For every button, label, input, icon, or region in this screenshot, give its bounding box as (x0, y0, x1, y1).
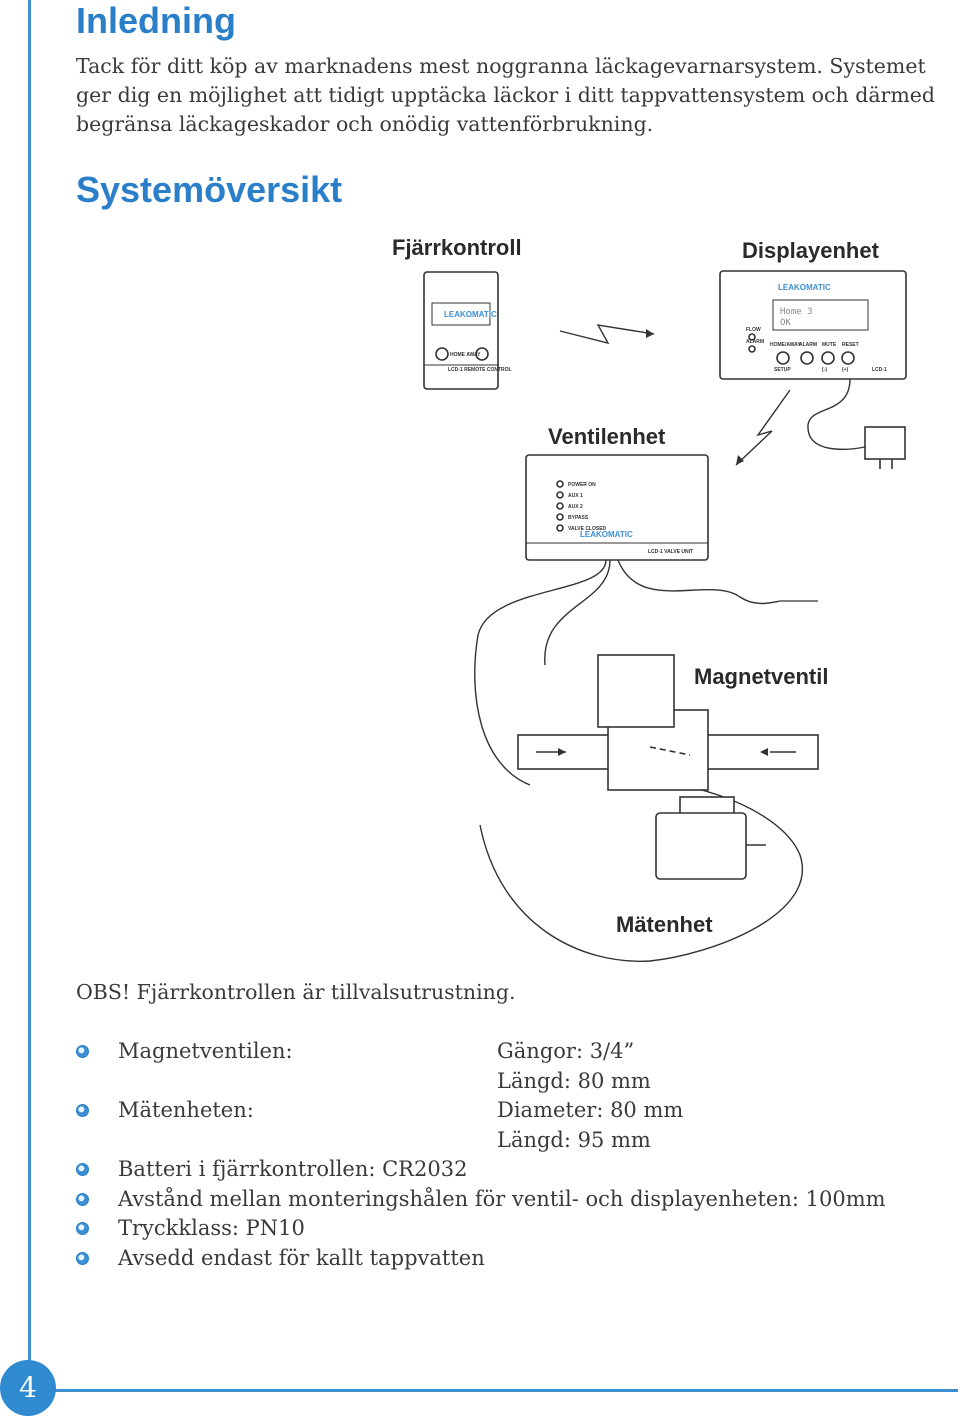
spec-label: Tryckklass: PN10 (118, 1216, 305, 1240)
valve-led-5: VALVE CLOSED (568, 526, 607, 532)
valve-led-3: AUX 2 (568, 504, 583, 510)
spec-row: Tryckklass: PN10 (76, 1214, 936, 1244)
valve-brand: LEAKOMATIC (580, 530, 633, 539)
system-diagram: Fjärrkontroll Displayenhet Ventilenhet M… (392, 235, 907, 962)
bullet-icon (76, 1045, 89, 1058)
remote-buttons: HOME AWAY (450, 352, 481, 358)
spec-row: Avsedd endast för kallt tappvatten (76, 1244, 936, 1274)
spec-row: Längd: 95 mm (76, 1126, 936, 1156)
remote-control (423, 271, 499, 390)
display-btn1-label: HOME/AWAY (770, 342, 801, 348)
spec-row: Magnetventilen: Gängor: 3/4” (76, 1037, 936, 1067)
display-btn4-label: RESET (842, 342, 859, 348)
display-model: LCD-1 (872, 367, 887, 373)
display-setup-label: SETUP (774, 367, 791, 373)
display-unit (719, 270, 907, 380)
spec-list: Magnetventilen: Gängor: 3/4” Längd: 80 m… (76, 1037, 936, 1273)
spec-value: Gängor: 3/4” (497, 1039, 635, 1063)
display-brand: LEAKOMATIC (778, 283, 831, 292)
display-btn3-label: MUTE (822, 342, 837, 348)
valve-unit (525, 454, 709, 561)
spec-row: Längd: 80 mm (76, 1067, 936, 1097)
overview-heading: Systemöversikt (76, 169, 343, 210)
display-screen-line2: OK (780, 318, 791, 328)
display-screen-line1: Home 3 (780, 307, 813, 317)
bullet-icon (76, 1192, 89, 1206)
display-plus-label: (+) (842, 367, 849, 373)
spec-label: Magnetventilen: (118, 1039, 293, 1063)
valve-led-1: POWER ON (568, 482, 596, 488)
meter-label: Mätenhet (616, 912, 713, 937)
spec-row: Avstånd mellan monteringshålen för venti… (76, 1185, 936, 1215)
bullet-icon (76, 1104, 89, 1117)
bullet-icon (76, 1251, 89, 1265)
solenoid-label: Magnetventil (694, 664, 828, 689)
spec-value: Diameter: 80 mm (497, 1098, 684, 1122)
power-adapter (864, 426, 906, 469)
display-btn2-label: ALARM (799, 342, 817, 348)
wireless-signal-icon (559, 324, 655, 345)
spec-label: Mätenheten: (118, 1098, 254, 1122)
display-label: Displayenhet (742, 238, 880, 263)
bullet-icon (76, 1222, 89, 1235)
valve-led-2: AUX 1 (568, 493, 583, 499)
bullet-icon (76, 1163, 89, 1176)
intro-paragraph: Tack för ditt köp av marknadens mest nog… (76, 54, 936, 136)
spec-label: Avsedd endast för kallt tappvatten (118, 1245, 485, 1270)
flow-meter (655, 796, 766, 880)
display-minus-label: (-) (822, 367, 827, 373)
remote-brand: LEAKOMATIC (444, 310, 497, 319)
display-alarm-label: ALARM (746, 339, 764, 345)
page-number-badge: 4 (0, 1360, 56, 1416)
remote-model: LCD-1 REMOTE CONTROL (448, 367, 512, 373)
display-flow-label: FLOW (746, 327, 761, 333)
spec-value: Längd: 80 mm (497, 1068, 651, 1093)
intro-heading: Inledning (76, 0, 236, 41)
spec-row: Mätenheten: Diameter: 80 mm (76, 1096, 936, 1126)
solenoid-valve (517, 654, 819, 791)
bottom-rule (52, 1389, 958, 1392)
spec-row: Batteri i fjärrkontrollen: CR2032 (76, 1155, 936, 1185)
spec-label: Batteri i fjärrkontrollen: CR2032 (118, 1157, 468, 1181)
optional-equipment-note: OBS! Fjärrkontrollen är tillvalsutrustni… (76, 980, 516, 1004)
wireless-signal-icon (735, 389, 791, 466)
remote-label: Fjärrkontroll (392, 235, 522, 260)
valve-unit-label: Ventilenhet (548, 424, 666, 449)
spec-label: Avstånd mellan monteringshålen för venti… (118, 1186, 886, 1211)
left-margin-rule (28, 0, 31, 1370)
valve-led-4: BYPASS (568, 515, 589, 521)
valve-model: LCD-1 VALVE UNIT (648, 549, 693, 555)
spec-value: Längd: 95 mm (497, 1127, 651, 1152)
